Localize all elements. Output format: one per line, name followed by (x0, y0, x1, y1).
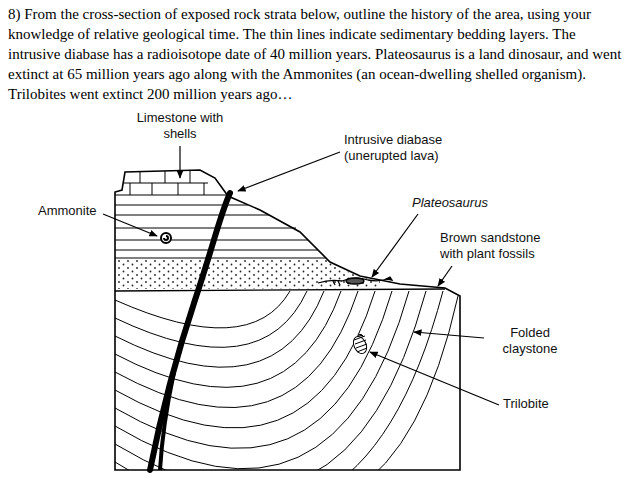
limestone-label: Limestone with shells (130, 110, 230, 142)
ammonite-fossil (161, 233, 171, 243)
claystone-label: Folded claystone (490, 325, 570, 357)
sandstone-label: Brown sandstone with plant fossils (440, 230, 565, 262)
limestone-layer (115, 170, 229, 195)
ammonite-label: Ammonite (38, 203, 108, 219)
unconformity (115, 289, 445, 291)
trilobite-fossil (351, 334, 369, 355)
sandstone-layer (115, 259, 380, 289)
diabase-branch (160, 372, 174, 470)
diabase-dike (150, 193, 230, 470)
trilobite-label: Trilobite (503, 396, 583, 412)
rock-outline (115, 170, 460, 470)
diabase-label: Intrusive diabase (unerupted lava) (344, 132, 474, 164)
plateosaurus-label: Plateosaurus (412, 195, 512, 211)
leader-lines (103, 146, 499, 405)
plateosaurus-skeleton (318, 277, 392, 285)
question-text: 8) From the cross-section of exposed roc… (8, 4, 630, 104)
folded-claystone (115, 291, 458, 470)
